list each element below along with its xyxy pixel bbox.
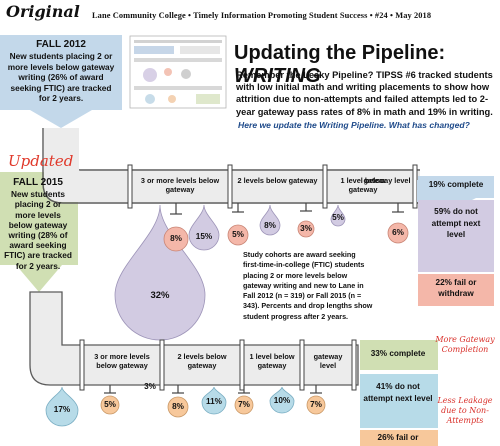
pct-2012-nonattempt-2: 15%	[195, 232, 213, 241]
cohort-2015-heading: FALL 2015	[13, 177, 63, 188]
level-2012-2: 2 levels below gateway	[237, 176, 318, 185]
outcome-2012-complete: 19% complete	[428, 180, 484, 189]
pct-2015-nonattempt-1: 11%	[206, 397, 222, 406]
note-more-gateway: More Gateway Completion	[435, 335, 495, 354]
outcome-2015-noattempt: 41% do not attempt next level	[363, 382, 433, 403]
level-2012-1: 1 level below gateway	[340, 176, 386, 194]
cohort-2015-box: FALL 2015 New students placing 2 or more…	[4, 177, 72, 271]
cohort-2015-text: New students placing 2 or more levels be…	[4, 189, 72, 271]
outcome-2015-noattempt-box	[360, 374, 438, 428]
pct-2015-fail-3plus: 5%	[104, 400, 116, 409]
cohort-2012-heading: FALL 2012	[36, 39, 86, 50]
pct-2015-fail-gw: 7%	[310, 400, 322, 409]
drops-2012-failed	[163, 203, 409, 252]
pct-2015-nonattempt-2: 3%	[144, 382, 156, 391]
pct-2012-fail-1: 3%	[300, 224, 312, 233]
updated-label: Updated	[8, 152, 74, 170]
level-2015-gateway: gateway level	[313, 352, 343, 370]
pct-2012-fail-2: 5%	[232, 230, 244, 239]
cohort-2012-box: FALL 2012 New students placing 2 or more…	[4, 39, 118, 104]
outcome-2012-noattempt-box	[418, 200, 494, 272]
cohort-2012-text: New students placing 2 or more levels be…	[7, 51, 115, 104]
page-title: Updating the Pipeline: WRITING	[234, 42, 500, 88]
drops-2015-nonattempt	[45, 386, 295, 427]
original-label: Original	[6, 2, 80, 21]
outcome-2015-complete: 33% complete	[370, 349, 426, 358]
cohort-2015-arrow	[0, 172, 78, 292]
title-emphasis: WRITING	[234, 65, 321, 87]
pipeline-2015	[29, 291, 359, 391]
pct-2012-nonattempt-1: 8%	[264, 221, 276, 230]
level-2015-3plus: 3 or more levels below gateway	[94, 352, 150, 370]
pct-2015-fail-1: 7%	[238, 400, 250, 409]
level-2012-gateway: gateway level	[363, 176, 411, 185]
level-2015-2: 2 levels below gateway	[177, 352, 227, 370]
pct-2012-nonattempt-3plus: 32%	[150, 290, 170, 301]
intro-paragraph: Remember the Leaky Pipeline? TIPSS #6 tr…	[236, 70, 493, 117]
pct-2012-fail-gw: 6%	[392, 228, 404, 237]
level-2012-3plus: 3 or more levels below gateway	[140, 176, 220, 194]
outcome-2012-noattempt: 59% do not attempt next level	[431, 207, 481, 239]
original-report-thumbnail	[129, 35, 227, 109]
level-2015-1: 1 level below gateway	[249, 352, 295, 370]
drops-2015-failed	[100, 385, 326, 418]
outcome-2015-fail-box	[360, 430, 438, 446]
outcome-2015-fail: 26% fail or	[377, 433, 419, 442]
pct-2015-nonattempt-gw: 10%	[273, 396, 291, 405]
masthead: Lane Community College • Timely Informat…	[92, 11, 432, 20]
pct-2012-nonattempt-gw: 5%	[332, 213, 344, 222]
pct-2015-fail-2: 8%	[172, 402, 184, 411]
title-prefix: Updating the Pipeline:	[234, 42, 446, 64]
cohort-2012-arrow	[0, 35, 122, 128]
pct-2015-nonattempt-3plus: 17%	[53, 405, 71, 414]
outcome-2012-complete-box	[418, 176, 494, 198]
subhead: Here we update the Writing Pipeline. Wha…	[238, 120, 470, 130]
pct-2012-fail-3plus: 8%	[170, 234, 182, 243]
outcome-2012-fail: 22% fail or withdraw	[435, 278, 477, 298]
outcome-2015-complete-box	[360, 340, 438, 370]
outcome-2012-fail-box	[418, 274, 494, 306]
note-less-leakage: Less Leakage due to Non-Attempts	[437, 396, 493, 425]
study-note: Study cohorts are award seeking first-ti…	[243, 250, 373, 321]
